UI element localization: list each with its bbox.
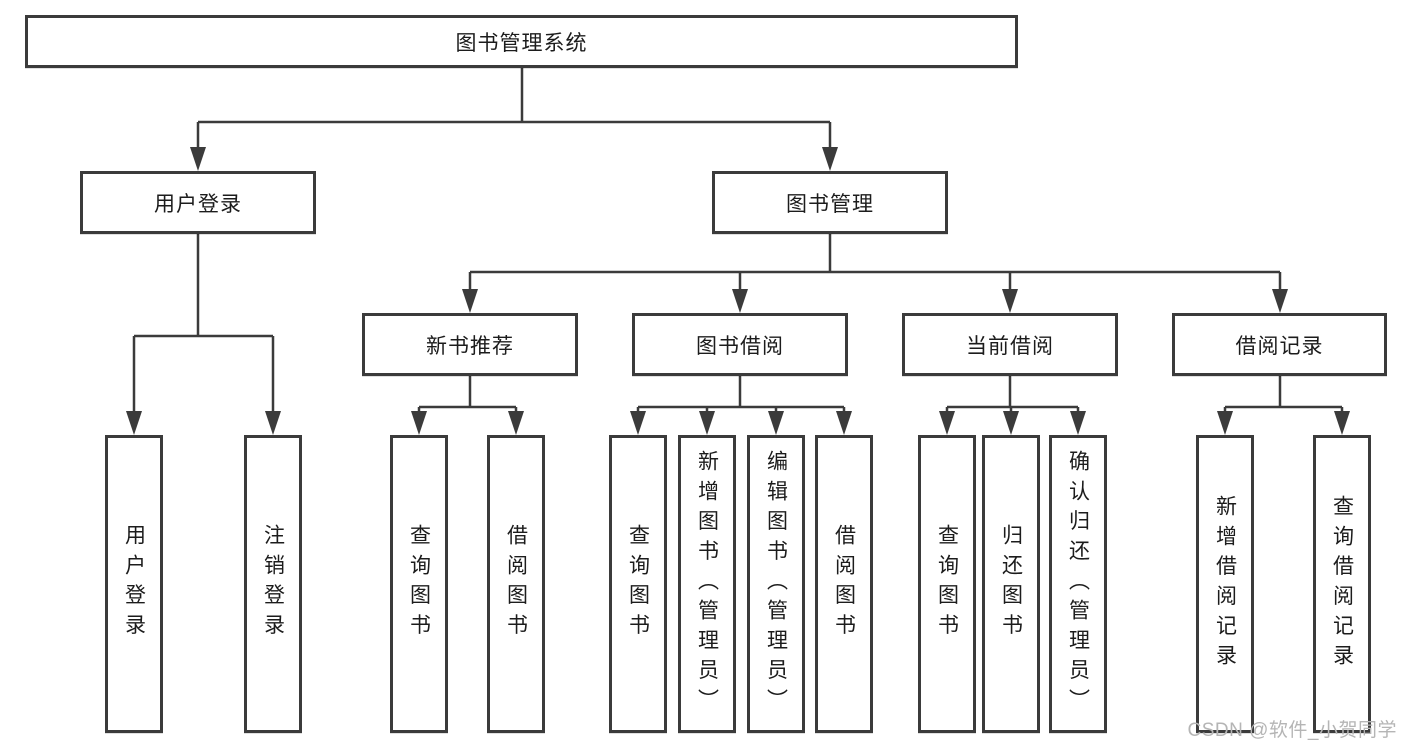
leaf-query-books-borrow: 查询图书 (609, 435, 667, 733)
leaf-query-books-current: 查询图书 (918, 435, 976, 733)
leaf-borrow-books-recommend-label: 借阅图书 (504, 524, 528, 644)
leaf-logout-label: 注销登录 (261, 524, 285, 644)
node-new-book-recommend-label: 新书推荐 (426, 334, 514, 358)
leaf-add-books-admin: 新增图书（管理员） (678, 435, 736, 733)
node-new-book-recommend: 新书推荐 (362, 313, 578, 376)
leaf-confirm-return-admin: 确认归还（管理员） (1049, 435, 1107, 733)
leaf-return-books-label: 归还图书 (999, 524, 1023, 644)
node-root-label: 图书管理系统 (455, 31, 588, 55)
leaf-borrow-books-label: 借阅图书 (832, 524, 856, 644)
leaf-query-books-current-label: 查询图书 (935, 524, 959, 644)
node-book-borrow-label: 图书借阅 (696, 334, 784, 358)
leaf-user-login: 用户登录 (105, 435, 163, 733)
leaf-return-books: 归还图书 (982, 435, 1040, 733)
node-current-borrow: 当前借阅 (902, 313, 1118, 376)
leaf-add-borrow-record: 新增借阅记录 (1196, 435, 1254, 733)
csdn-watermark: CSDN @软件_小贺同学 (1187, 720, 1397, 741)
leaf-query-books-recommend-label: 查询图书 (407, 524, 431, 644)
node-book-borrow: 图书借阅 (632, 313, 848, 376)
leaf-query-books-recommend: 查询图书 (390, 435, 448, 733)
leaf-user-login-label: 用户登录 (122, 524, 146, 644)
node-book-mgmt-label: 图书管理 (786, 192, 874, 216)
leaf-edit-books-admin: 编辑图书（管理员） (747, 435, 805, 733)
leaf-add-borrow-record-label: 新增借阅记录 (1213, 494, 1237, 674)
leaf-borrow-books-recommend: 借阅图书 (487, 435, 545, 733)
arrowheads (126, 147, 1350, 435)
node-book-mgmt-branch: 图书管理 (712, 171, 948, 234)
node-root-system: 图书管理系统 (25, 15, 1018, 68)
leaf-borrow-books: 借阅图书 (815, 435, 873, 733)
node-user-login-branch: 用户登录 (80, 171, 316, 234)
node-borrow-records-label: 借阅记录 (1235, 334, 1324, 358)
leaf-confirm-return-admin-label: 确认归还（管理员） (1066, 449, 1090, 719)
leaf-logout: 注销登录 (244, 435, 302, 733)
leaf-add-books-admin-label: 新增图书（管理员） (695, 449, 719, 719)
node-borrow-records: 借阅记录 (1172, 313, 1387, 376)
leaf-edit-books-admin-label: 编辑图书（管理员） (764, 449, 788, 719)
leaf-query-books-borrow-label: 查询图书 (626, 524, 650, 644)
leaf-query-borrow-record-label: 查询借阅记录 (1330, 494, 1354, 674)
leaf-query-borrow-record: 查询借阅记录 (1313, 435, 1371, 733)
node-user-login-label: 用户登录 (154, 192, 242, 216)
node-current-borrow-label: 当前借阅 (966, 334, 1054, 358)
